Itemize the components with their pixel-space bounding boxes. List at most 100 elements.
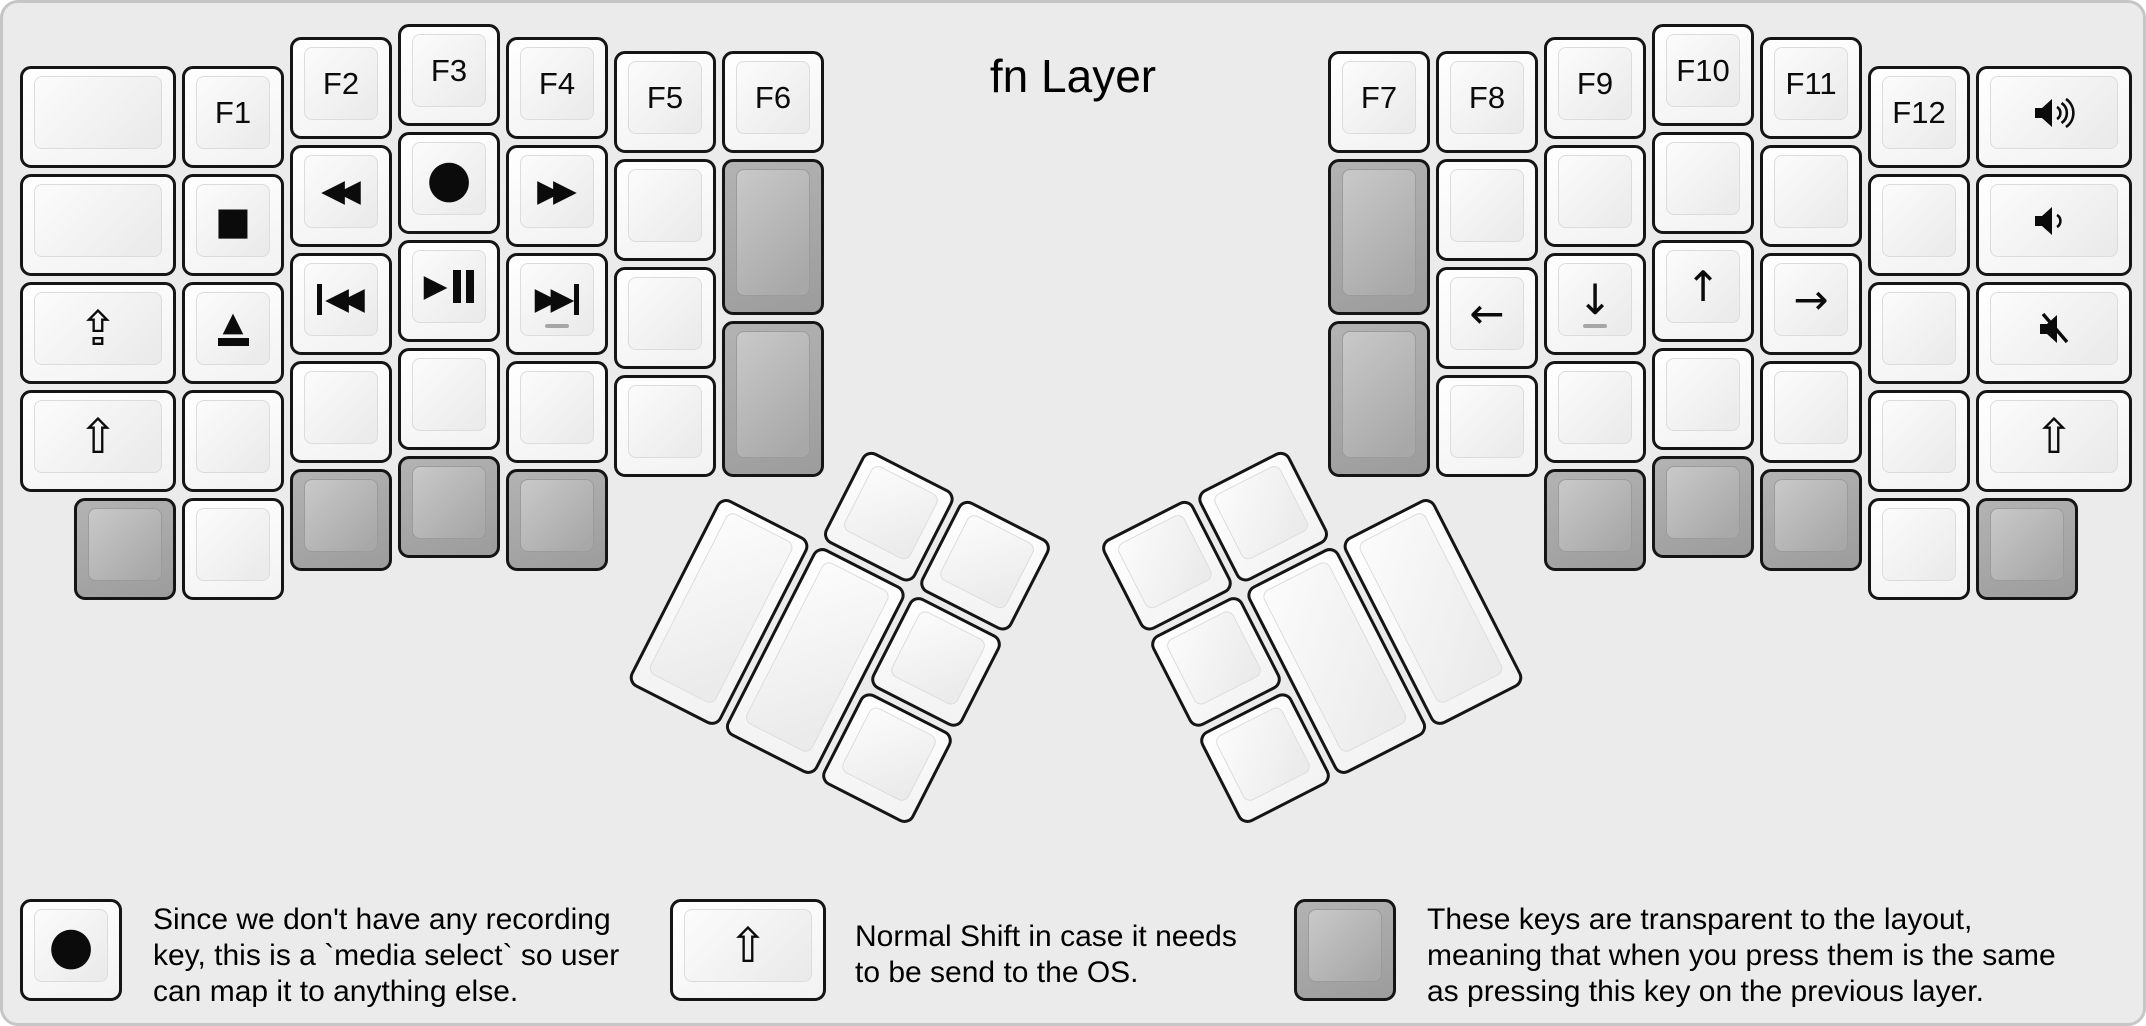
legend-text-record: Since we don't have any recording key, t…	[153, 902, 619, 1010]
keycap-top	[520, 479, 594, 552]
keycap-top	[1342, 331, 1416, 458]
arrow-right-icon: →	[1793, 274, 1829, 324]
key-shift: ⇧	[20, 390, 176, 492]
key-blank	[1436, 375, 1538, 477]
keycap-top: ◀◀	[304, 155, 378, 228]
caps-lock-icon: ⇪	[77, 300, 119, 357]
keycap-top	[196, 400, 270, 473]
keycap-top	[1115, 512, 1215, 612]
keycap-top	[304, 371, 378, 444]
keycap-top: F3	[412, 34, 486, 107]
key-blank	[1868, 498, 1970, 600]
key-transparent	[1976, 498, 2078, 600]
rewind-icon: ◀◀	[321, 173, 361, 209]
keycap-top	[888, 608, 988, 708]
keycap-top	[304, 479, 378, 552]
key-blank	[614, 375, 716, 477]
keycap-top	[412, 358, 486, 431]
key-label: F2	[322, 65, 360, 101]
key-blank	[614, 267, 716, 369]
keycap-top	[1211, 463, 1311, 562]
keycap-top: F7	[1342, 61, 1416, 134]
keycap-top: F12	[1882, 76, 1956, 149]
key-transparent	[1544, 469, 1646, 571]
key-record: ●	[398, 132, 500, 234]
key-arrow-up: ↑	[1652, 240, 1754, 342]
keycap-top	[412, 466, 486, 539]
key-f4: F4	[506, 37, 608, 139]
layer-title: fn Layer	[989, 50, 1157, 102]
keycap-top	[839, 704, 939, 804]
fast-forward-icon: ▶▶	[537, 173, 577, 209]
key-label: F12	[1892, 94, 1946, 130]
volume-down-icon	[2030, 203, 2078, 239]
key-blank	[506, 361, 608, 463]
key-label: F11	[1785, 65, 1837, 101]
legend-line: as pressing this key on the previous lay…	[1427, 975, 1984, 1008]
shift-icon: ⇧	[2033, 408, 2075, 465]
keycap-top: ●	[412, 142, 486, 215]
keycap-top: ←	[1450, 277, 1524, 350]
key-label: F8	[1468, 79, 1506, 115]
legend-line: can map it to anything else.	[153, 975, 519, 1008]
key-f9: F9	[1544, 37, 1646, 139]
eject-icon: ▲	[217, 309, 249, 347]
keycap-top	[1450, 169, 1524, 242]
legend-line: Since we don't have any recording	[153, 903, 611, 936]
key-blank	[1652, 348, 1754, 450]
keycap-top: ⇪	[34, 292, 162, 365]
homing-dash	[545, 324, 569, 328]
keycap-top	[1990, 184, 2118, 257]
keycap-top	[1990, 292, 2118, 365]
keycap-top: F4	[520, 47, 594, 120]
key-blank	[182, 390, 284, 492]
key-stop: ■	[182, 174, 284, 276]
key-arrow-right: →	[1760, 253, 1862, 355]
key-caps-lock: ⇪	[20, 282, 176, 384]
keycap-top: ▶▶	[520, 263, 594, 336]
key-volume-up	[1976, 66, 2132, 168]
key-transparent	[1652, 456, 1754, 558]
keycap-top: F1	[196, 76, 270, 149]
legend-transparent-key	[1294, 899, 1396, 1001]
key-next-track: ▶▶	[506, 253, 608, 355]
key-blank	[398, 348, 500, 450]
keycap-top	[1558, 479, 1632, 552]
keycap-top	[1558, 155, 1632, 228]
keycap-top	[937, 512, 1037, 612]
keycap-top: F8	[1450, 61, 1524, 134]
key-label: F3	[430, 52, 468, 88]
legend-text-shift: Normal Shift in case it needs to be send…	[855, 919, 1237, 991]
key-blank	[182, 498, 284, 600]
key-f7: F7	[1328, 51, 1430, 153]
key-f5: F5	[614, 51, 716, 153]
keycap-top: ⇧	[34, 400, 162, 473]
stop-icon: ■	[215, 198, 251, 243]
key-f1: F1	[182, 66, 284, 168]
keycap-top	[1666, 142, 1740, 215]
key-f10: F10	[1652, 24, 1754, 126]
keycap-top	[1558, 371, 1632, 444]
legend-line: Normal Shift in case it needs	[855, 920, 1237, 953]
keycap-top: ↓	[1558, 263, 1632, 336]
keycap-top	[841, 463, 941, 562]
arrow-up-icon: ↑	[1685, 261, 1721, 311]
keycap-top: ▲	[196, 292, 270, 365]
keycap-top: ▶▶	[520, 155, 594, 228]
keycap-top	[628, 169, 702, 242]
keycap-top: ⇧	[684, 909, 812, 982]
key-blank	[1868, 390, 1970, 492]
key-label: F9	[1576, 65, 1614, 101]
legend-text-transparent: These keys are transparent to the layout…	[1427, 902, 2056, 1010]
keycap-top	[628, 385, 702, 458]
keycap-top	[1450, 385, 1524, 458]
key-blank	[20, 66, 176, 168]
keycap-top	[1308, 909, 1382, 982]
keycap-top	[1342, 169, 1416, 296]
keycap-top: ▶	[412, 250, 486, 323]
next-track-icon: ▶▶	[535, 284, 580, 315]
key-f12: F12	[1868, 66, 1970, 168]
key-label: F10	[1676, 52, 1730, 88]
key-transparent	[722, 321, 824, 477]
